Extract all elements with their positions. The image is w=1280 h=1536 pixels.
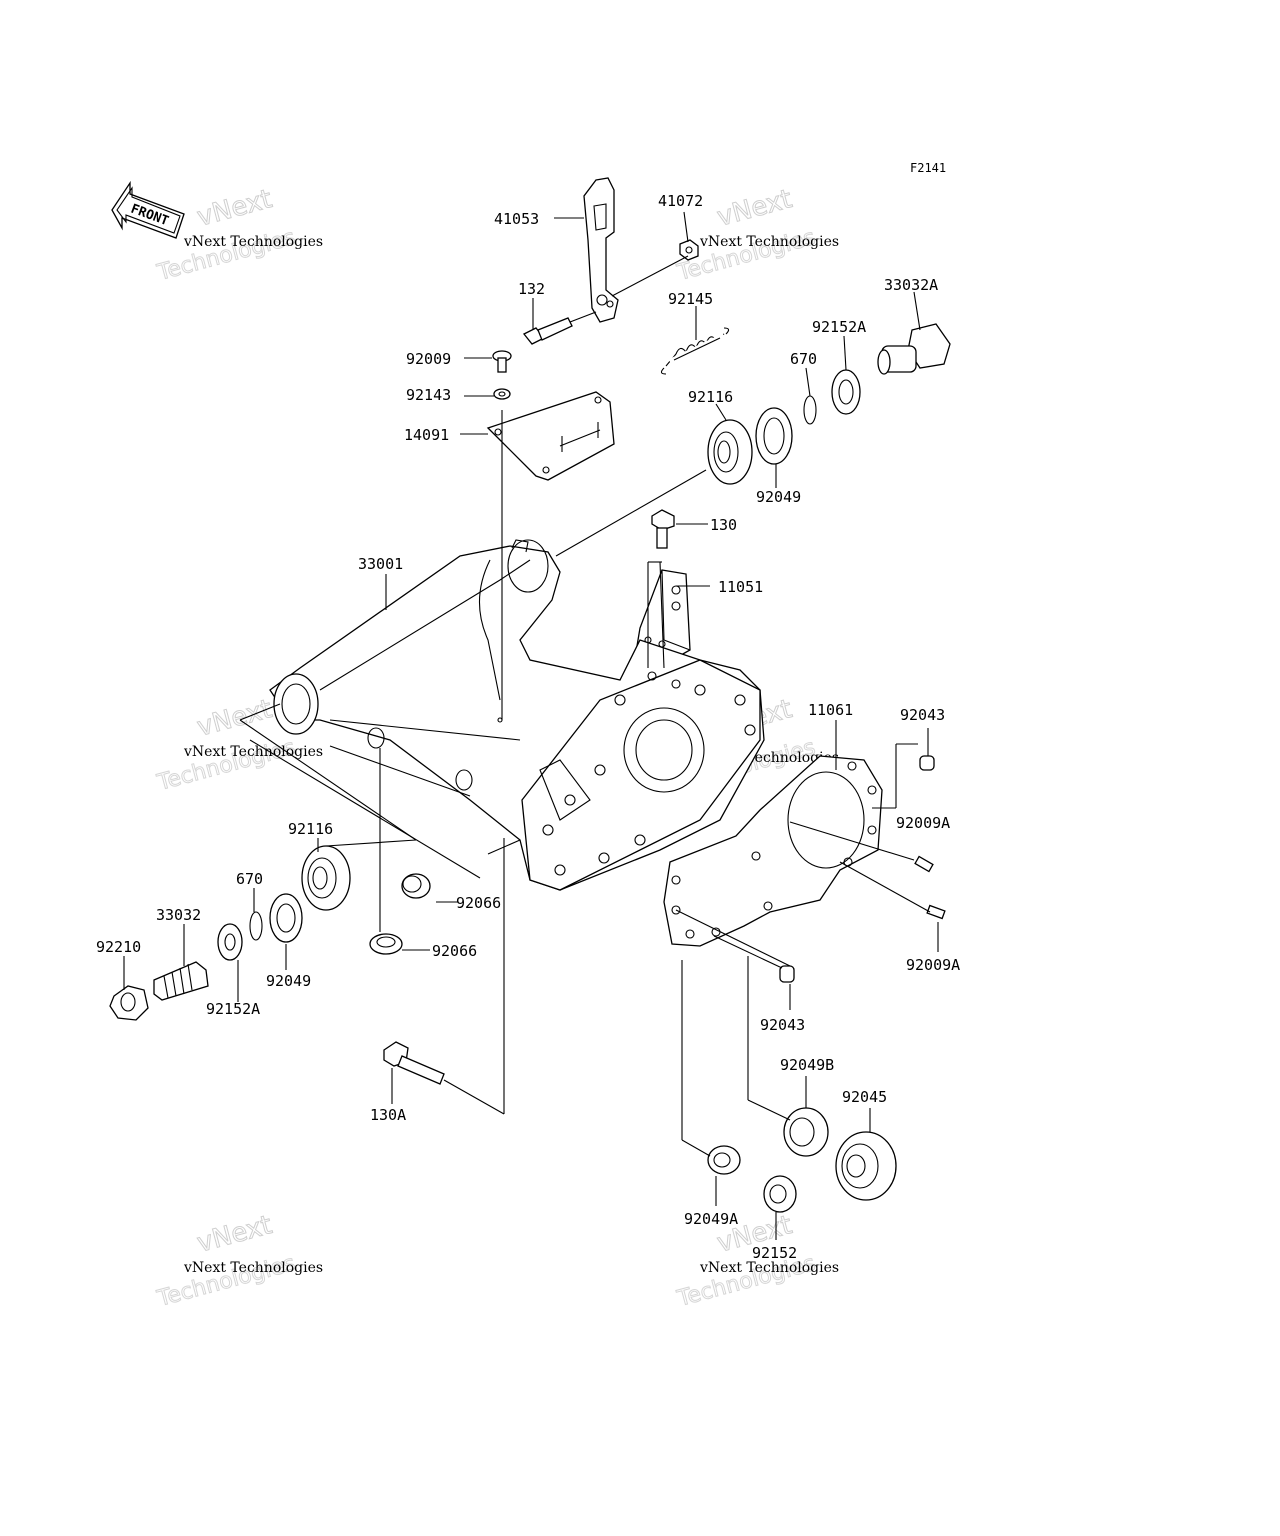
- bearing-92116-top-part: [707, 419, 753, 485]
- watermark-text: vNext Technologies: [183, 744, 323, 760]
- cover-14091-part: [486, 391, 615, 481]
- bearing-92045-part: [835, 1131, 897, 1201]
- seal-92049-top-part: [755, 407, 793, 465]
- seal-92049-left-part: [269, 893, 303, 943]
- screw-92009A-2-part: [926, 904, 946, 920]
- label-92049B: 92049B: [780, 1056, 834, 1074]
- bolt-130A-part: [383, 1041, 445, 1085]
- adjuster-33032-part: [153, 961, 209, 1001]
- label-92009A-1: 92009A: [896, 814, 950, 832]
- gasket-11061-part: [663, 755, 883, 947]
- label-92116-top: 92116: [688, 388, 733, 406]
- label-92043-top: 92043: [900, 706, 945, 724]
- svg-text:vNext: vNext: [194, 1210, 275, 1259]
- label-33001: 33001: [358, 555, 403, 573]
- leader-lines: [123, 211, 939, 1240]
- label-130A: 130A: [370, 1106, 406, 1124]
- cap-92066-2-part: [369, 933, 403, 955]
- screw-92009-part: [492, 350, 512, 373]
- label-92152: 92152: [752, 1244, 797, 1262]
- spring-92145-part: [660, 327, 730, 375]
- seal-92049B-part: [783, 1107, 829, 1157]
- seal-92049A-part: [707, 1145, 741, 1175]
- figure-code: F2141: [910, 161, 946, 175]
- watermark-top-left: vNext Technologies vNext Technologies: [154, 184, 323, 287]
- label-92145: 92145: [668, 290, 713, 308]
- cap-92066-1-part: [401, 873, 431, 899]
- label-92152A-top: 92152A: [812, 318, 866, 336]
- washer-92143-part: [493, 388, 511, 400]
- watermark-bottom-left: vNext Technologies vNext Technologies: [154, 1210, 323, 1313]
- dowel-92043-bottom-part: [779, 965, 795, 983]
- label-41072: 41072: [658, 192, 703, 210]
- label-92066-1: 92066: [456, 894, 501, 912]
- watermark-text: vNext Technologies: [183, 1260, 323, 1276]
- label-92045: 92045: [842, 1088, 887, 1106]
- front-arrow-icon: FRONT: [111, 180, 185, 239]
- svg-text:vNext: vNext: [194, 184, 275, 233]
- label-92143: 92143: [406, 386, 451, 404]
- label-92043-bottom: 92043: [760, 1016, 805, 1034]
- lever-41053-part: [583, 177, 619, 323]
- label-92049-top: 92049: [756, 488, 801, 506]
- nut-41072-part: [679, 239, 699, 261]
- screw-92009A-1-part: [914, 855, 934, 873]
- label-11061: 11061: [808, 701, 853, 719]
- watermark-text: vNext Technologies: [183, 234, 323, 250]
- label-92066-2: 92066: [432, 942, 477, 960]
- circlip-670-left-part: [249, 911, 263, 941]
- label-11051: 11051: [718, 578, 763, 596]
- part-labels: 41053 41072 132 92145 33032A 92152A 670 …: [96, 192, 960, 1262]
- nut-92210-part: [109, 985, 149, 1021]
- label-33032A: 33032A: [884, 276, 938, 294]
- watermark-text: vNext Technologies: [699, 234, 839, 250]
- label-33032: 33032: [156, 906, 201, 924]
- bolt-132-part: [522, 317, 573, 345]
- label-41053: 41053: [494, 210, 539, 228]
- label-92210: 92210: [96, 938, 141, 956]
- label-14091: 14091: [404, 426, 449, 444]
- label-670-left: 670: [236, 870, 263, 888]
- bolt-130-part: [651, 509, 675, 549]
- label-670-top: 670: [790, 350, 817, 368]
- label-92116-left: 92116: [288, 820, 333, 838]
- dowel-92043-top-part: [919, 755, 935, 771]
- swingarm-33001-part: [269, 539, 765, 891]
- adjuster-33032A-part: [877, 323, 951, 375]
- label-92009A-2: 92009A: [906, 956, 960, 974]
- label-92049A: 92049A: [684, 1210, 738, 1228]
- svg-text:vNext: vNext: [714, 184, 795, 233]
- bearing-92116-left-part: [301, 845, 351, 911]
- label-92049-left: 92049: [266, 972, 311, 990]
- label-132: 132: [518, 280, 545, 298]
- washer-92152A-top-part: [831, 369, 861, 415]
- circlip-670-top-part: [803, 395, 817, 425]
- label-92009: 92009: [406, 350, 451, 368]
- label-130: 130: [710, 516, 737, 534]
- label-92152A-left: 92152A: [206, 1000, 260, 1018]
- watermark-text: vNext Technologies: [699, 1260, 839, 1276]
- washer-92152A-left-part: [217, 923, 243, 961]
- bearing-92152-part: [763, 1175, 797, 1213]
